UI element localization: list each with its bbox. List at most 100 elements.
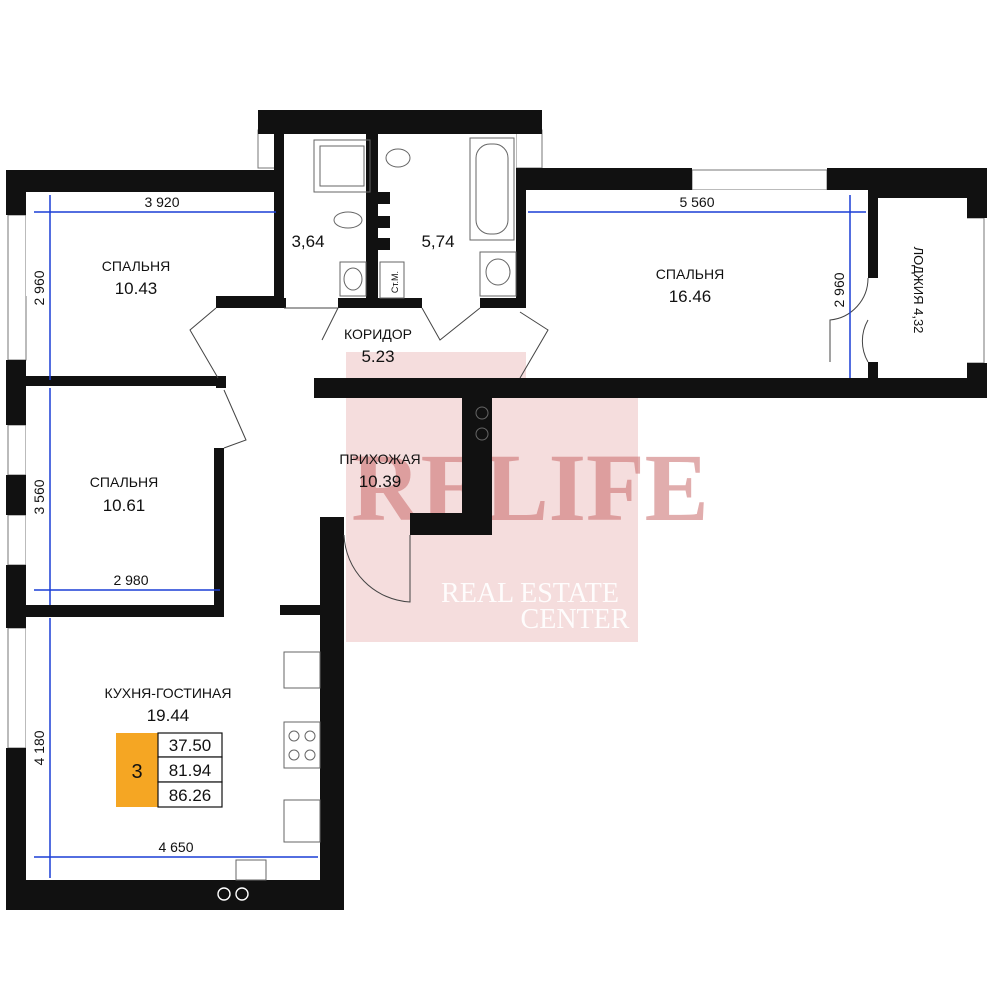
- hallway-name: ПРИХОЖАЯ: [339, 451, 420, 467]
- sink-2-bowl: [485, 258, 511, 286]
- entry-door: [343, 534, 411, 603]
- dim-bed2-h: 3 560: [31, 479, 47, 514]
- wall: [366, 134, 378, 306]
- window: [7, 214, 27, 361]
- toilet-1: [333, 211, 363, 229]
- dim-kitchen-h: 4 180: [31, 730, 47, 765]
- wall: [320, 517, 344, 909]
- bath2-area: 5,74: [421, 232, 454, 251]
- bedroom3-floor: [526, 190, 868, 378]
- window: [965, 217, 985, 364]
- wall: [6, 475, 26, 515]
- fixture-block: [378, 192, 390, 204]
- wall: [967, 168, 987, 218]
- meter-circle: [217, 887, 231, 901]
- wall: [216, 376, 226, 388]
- burner: [304, 749, 316, 761]
- oven: [283, 799, 321, 843]
- stove: [283, 721, 321, 769]
- bedroom2-name: СПАЛЬНЯ: [90, 474, 158, 490]
- washer-label: Ст.М.: [390, 271, 400, 293]
- room-count: 3: [131, 761, 142, 783]
- wall: [868, 362, 878, 384]
- washer-box: [379, 261, 405, 299]
- bedroom2-floor: [26, 386, 214, 605]
- riser-1: [475, 406, 489, 420]
- corridor-name: КОРИДОР: [344, 326, 412, 342]
- burner: [304, 730, 316, 742]
- total-area-box: [157, 756, 223, 783]
- burner: [288, 749, 300, 761]
- bedroom1-floor: [26, 192, 274, 296]
- hallway-area: 10.39: [359, 472, 402, 491]
- loggia-label: ЛОДЖИЯ 4,32: [911, 247, 926, 334]
- shower-tray: [313, 139, 371, 193]
- bathtub-inner: [475, 143, 509, 235]
- wall: [480, 298, 526, 308]
- corridor-area: 5.23: [361, 347, 394, 366]
- kitchen-sink: [235, 859, 267, 881]
- wall: [274, 134, 284, 306]
- window: [691, 169, 828, 191]
- wall: [6, 565, 26, 628]
- door-swing: [421, 307, 481, 341]
- dim-bed1-h: 2 960: [31, 270, 47, 305]
- room-floors: [26, 134, 967, 880]
- sink-1: [339, 261, 367, 297]
- bath2-floor: [378, 134, 516, 298]
- wall: [6, 748, 26, 910]
- door-swing: [284, 307, 339, 341]
- wall: [410, 513, 492, 535]
- wall: [516, 168, 692, 190]
- wall: [280, 605, 320, 615]
- dim-bed3-w: 5 560: [679, 194, 714, 210]
- fixture-block: [378, 216, 390, 228]
- wall: [258, 110, 542, 134]
- dimension-labels: 3 920 2 960 2 980 3 560 5 560 2 960 4 65…: [31, 194, 847, 855]
- window: [7, 627, 27, 749]
- bedroom2-area: 10.61: [103, 496, 146, 515]
- sink-2: [479, 251, 517, 297]
- wall: [216, 296, 286, 308]
- wall: [314, 378, 987, 398]
- room-count-badge: [116, 733, 158, 807]
- wall: [516, 168, 526, 308]
- toilet-2: [385, 148, 411, 168]
- bathtub: [469, 137, 515, 241]
- riser-2: [475, 427, 489, 441]
- burner: [288, 730, 300, 742]
- meter-circle: [235, 887, 249, 901]
- bedroom1-area: 10.43: [115, 279, 158, 298]
- shaft-wall: [462, 398, 492, 513]
- watermark-line2: CENTER: [521, 604, 630, 635]
- wall: [26, 605, 224, 617]
- door-swing: [189, 307, 219, 379]
- wall: [6, 170, 282, 192]
- windows: [7, 129, 985, 749]
- total-area: 81.94: [169, 761, 212, 780]
- doors: [189, 277, 869, 603]
- room-labels: СПАЛЬНЯ 10.43 СПАЛЬНЯ 10.61 СПАЛЬНЯ 16.4…: [90, 232, 926, 725]
- bath1-area: 3,64: [291, 232, 324, 251]
- window: [7, 424, 27, 476]
- loggia-floor: [878, 198, 967, 378]
- bedroom1-name: СПАЛЬНЯ: [102, 258, 170, 274]
- wall: [868, 190, 878, 278]
- window: [515, 129, 543, 169]
- loggia-door: [829, 277, 869, 363]
- wall: [338, 298, 422, 308]
- fixture-block: [378, 238, 390, 250]
- walls: [6, 110, 987, 910]
- dim-bed3-h: 2 960: [831, 272, 847, 307]
- wall: [26, 376, 220, 386]
- shower-inner: [319, 145, 365, 187]
- bedroom3-area: 16.46: [669, 287, 712, 306]
- sink-1-bowl: [343, 267, 363, 291]
- living-area: 37.50: [169, 736, 212, 755]
- total-loggia-box: [157, 781, 223, 808]
- summary-badge: 3 37.50 81.94 86.26: [116, 732, 223, 808]
- watermark-line1: REAL ESTATE: [441, 578, 619, 609]
- dim-bed1-w: 3 920: [144, 194, 179, 210]
- dimension-lines: [34, 195, 866, 878]
